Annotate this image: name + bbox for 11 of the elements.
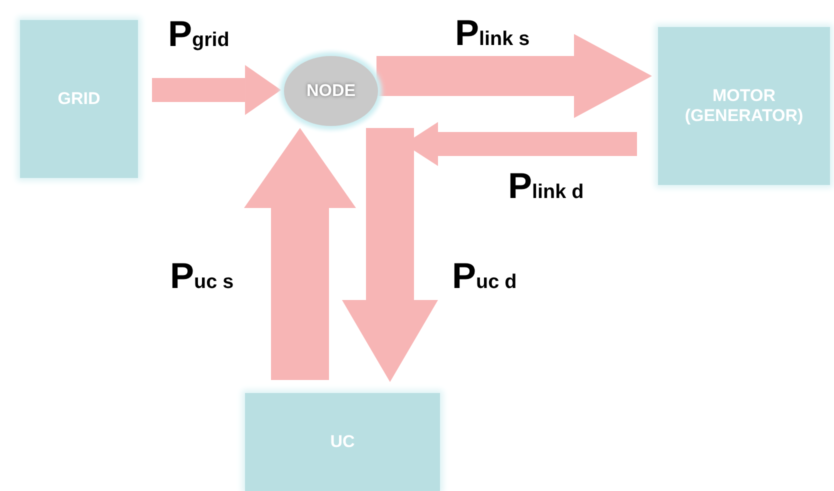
node-ellipse xyxy=(284,56,378,126)
block-arrow xyxy=(152,65,282,115)
block-arrow xyxy=(244,128,356,380)
node-label: NODE xyxy=(306,80,356,102)
node-label: GRID xyxy=(58,88,100,110)
process-box xyxy=(245,393,440,491)
process-box xyxy=(658,27,830,185)
node-label: MOTOR (GENERATOR) xyxy=(684,86,804,126)
node-label: UC xyxy=(330,432,355,452)
process-box xyxy=(20,20,138,178)
block-arrow xyxy=(376,34,652,118)
